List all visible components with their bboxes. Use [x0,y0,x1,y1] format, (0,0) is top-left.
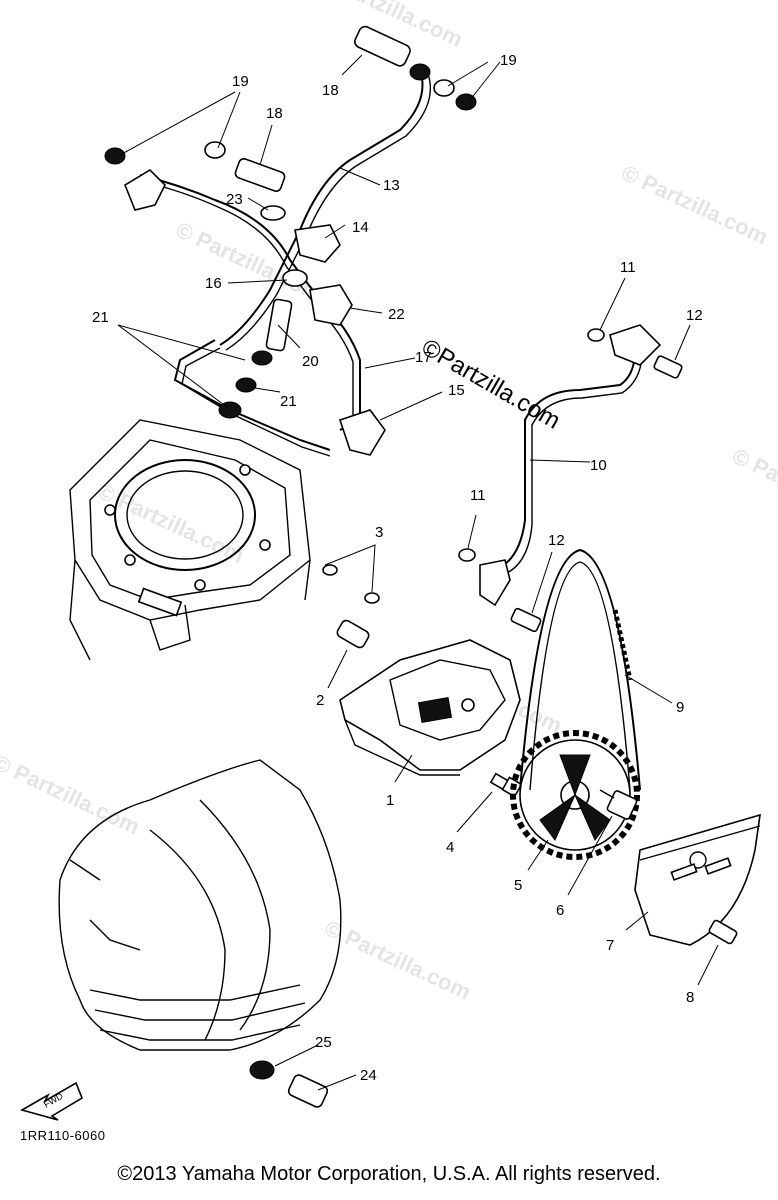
gasket [249,1060,275,1080]
callout-25: 25 [315,1034,332,1051]
watermark-faint: © Partzilla.com [618,160,772,249]
callout-13: 13 [383,177,400,194]
gasket [104,147,126,165]
o-ring [587,328,605,342]
callout-18: 18 [322,82,339,99]
bolt [489,772,523,798]
callout-21: 21 [280,393,297,410]
gasket [409,63,431,81]
oil-pump [339,639,521,776]
o-ring [322,564,338,576]
copyright-notice: ©2013 Yamaha Motor Corporation, U.S.A. A… [117,1163,661,1185]
callout-8: 8 [686,989,694,1006]
cylinder-outline [69,419,311,661]
drawing-code: 1RR110-6060 [20,1128,105,1143]
callout-10: 10 [590,457,607,474]
oil-delivery-pipes [124,69,432,457]
gasket [433,79,455,97]
callout-12: 12 [548,532,565,549]
o-ring [364,592,380,604]
drain-bolt [287,1074,329,1108]
callout-19: 19 [232,73,249,90]
callout-24: 24 [360,1067,377,1084]
callout-11: 11 [470,487,486,504]
callout-6: 6 [556,902,564,919]
leader-lines [117,54,719,1091]
callout-2: 2 [316,692,324,709]
callout-9: 9 [676,699,684,716]
gasket [204,141,226,159]
callout-12: 12 [686,307,703,324]
watermark-faint: © Partzilla.com [0,750,144,839]
bolt [653,355,683,379]
pipe-clamp [282,269,308,287]
callout-16: 16 [205,275,222,292]
callout-22: 22 [388,306,405,323]
callout-labels: 1 2 3 4 5 6 7 8 9 10 11 11 12 12 13 14 1… [92,52,703,1084]
drive-sprocket [510,730,640,860]
pipe-clamp [294,224,341,263]
callout-20: 20 [302,353,319,370]
fwd-arrow-icon: FWD [19,1081,83,1121]
callout-7: 7 [606,937,614,954]
callout-1: 1 [386,792,394,809]
bolt [510,607,542,633]
watermark-faint: © Partzilla.com [321,915,475,1004]
crankcase-outline [58,759,342,1051]
washer [218,401,242,419]
watermark-faint: © Partzilla.com [94,478,248,567]
callout-19: 19 [500,52,517,69]
dowel-pin [336,619,370,649]
callout-3: 3 [375,524,383,541]
callout-14: 14 [352,219,369,236]
sprocket-bolt [599,789,638,820]
oil-pipe [479,324,662,607]
callout-4: 4 [446,839,454,856]
callout-15: 15 [448,382,465,399]
bolt [708,919,738,945]
o-ring [458,548,476,562]
pipe-clamp [309,284,353,326]
washer [251,350,273,366]
watermark-faint: © Partzilla.com [728,443,778,532]
callout-18: 18 [266,105,283,122]
callout-23: 23 [226,191,243,208]
callout-5: 5 [514,877,522,894]
union-bolt [234,25,411,192]
callout-21: 21 [92,309,109,326]
callout-11: 11 [620,259,636,276]
sprocket-cover [634,813,761,946]
watermark-main: ©Partzilla.com [417,334,565,435]
drive-chain [519,548,641,791]
callout-17: 17 [415,349,432,366]
washer [235,377,257,393]
union-bolt [265,298,293,352]
